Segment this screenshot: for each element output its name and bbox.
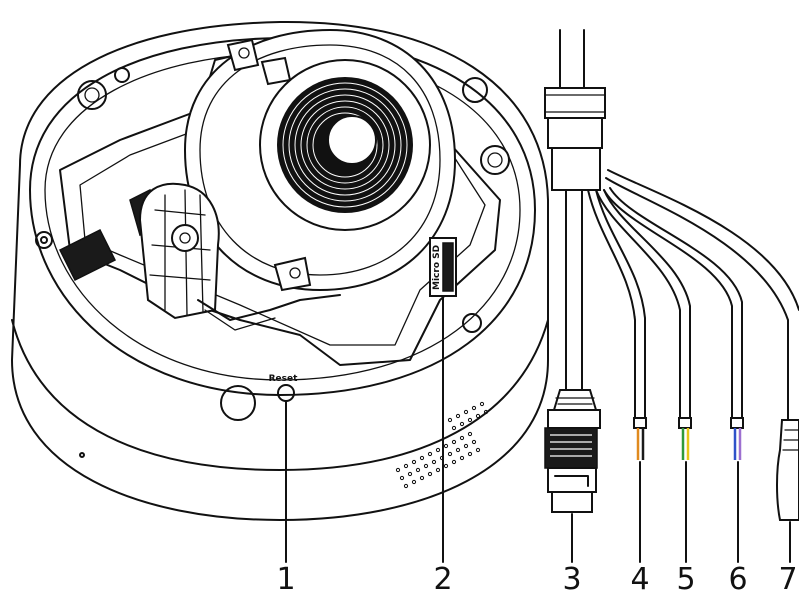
base-rim (29, 37, 536, 396)
leader-lines (285, 295, 791, 563)
power-connector (776, 419, 799, 521)
callout-3: 3 (562, 562, 581, 590)
screw-hole (487, 152, 503, 168)
cable-splitter (551, 147, 601, 191)
lens-glass (327, 115, 377, 165)
callout-6: 6 (728, 562, 747, 590)
screw-hole (84, 87, 100, 103)
screw-hole (40, 236, 48, 244)
rj45-connector (544, 389, 601, 513)
screw-boss (35, 231, 53, 249)
screw-boss (462, 313, 482, 333)
screw-boss (480, 145, 510, 175)
screw-boss (462, 77, 488, 103)
callout-1: 1 (276, 562, 295, 590)
shroud-clip (226, 38, 260, 72)
screw-boss (114, 67, 130, 83)
callout-5: 5 (676, 562, 695, 590)
callout-7: 7 (778, 562, 797, 590)
screw-boss (220, 385, 256, 421)
base-rim-inner (44, 52, 521, 381)
callout-4: 4 (630, 562, 649, 590)
mount-tab (58, 228, 117, 282)
reset-label: Reset (269, 374, 298, 384)
shroud-clip (260, 56, 292, 86)
shroud-clip (273, 256, 312, 292)
cable-joint (547, 117, 603, 149)
screw-boss (77, 80, 107, 110)
tilt-bracket (138, 182, 341, 331)
cable-strain-relief (544, 87, 606, 119)
base-dot (79, 452, 85, 458)
base-skirt (11, 319, 549, 471)
lens (259, 59, 431, 231)
dome-camera: Micro SD Reset (10, 20, 549, 522)
callout-2: 2 (433, 562, 452, 590)
callout-numbers: 1 2 3 4 5 6 7 (276, 562, 797, 590)
microsd-slot: Micro SD (429, 237, 457, 297)
cable-assembly (544, 29, 799, 521)
microsd-label: Micro SD (432, 245, 442, 290)
